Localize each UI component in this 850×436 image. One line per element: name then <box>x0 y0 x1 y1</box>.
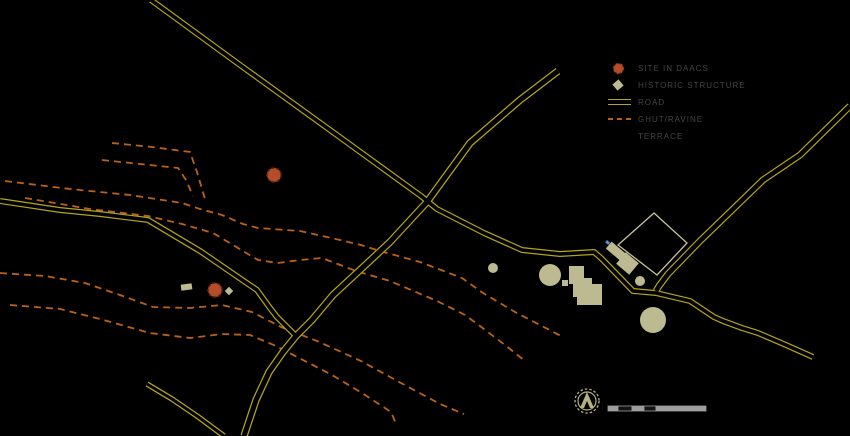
legend-label-historic-structure: HISTORIC STRUCTURE <box>638 80 746 90</box>
legend-item-historic-structure: HISTORIC STRUCTURE <box>607 78 746 92</box>
historic-structure-rect <box>616 252 639 275</box>
historic-structure-circle <box>635 276 645 286</box>
road-northwest-diagonal-core <box>149 0 814 359</box>
site-in-daacs-marker <box>207 282 223 298</box>
blue-mark <box>605 240 611 245</box>
scale-bar-segment <box>655 405 707 412</box>
ghut-ravine-line <box>0 272 465 415</box>
site-marker-icon <box>613 62 624 74</box>
road-northeast-diagonal <box>240 68 561 436</box>
road-symbol-icon <box>608 99 631 105</box>
historic-structure-circle <box>488 263 498 273</box>
legend-label-road: ROAD <box>638 97 666 107</box>
historic-structure-rect <box>562 280 568 286</box>
road-northeast-diagonal-core <box>241 69 560 436</box>
historic-structure-building <box>569 266 602 305</box>
historic-structure-circle <box>640 307 666 333</box>
scale-bar-segment <box>607 405 619 412</box>
scale-bar-segment <box>617 405 633 412</box>
historic-structure-icon <box>612 79 624 91</box>
site-in-daacs-marker <box>266 167 282 183</box>
legend-item-terrace: TERRACE <box>607 129 746 143</box>
ghut-ravine-line <box>9 304 398 427</box>
north-arrow-notch <box>584 401 590 408</box>
ghut-ravine-line <box>24 197 526 362</box>
north-arrow-icon <box>580 392 594 408</box>
scale-bar-segment <box>631 405 645 412</box>
ghut-ravine-line <box>4 180 562 337</box>
ghut-ravine-line <box>101 159 194 197</box>
historic-structure-rect <box>180 283 193 291</box>
historic-structure-circle <box>539 264 561 286</box>
boundary-outline <box>616 212 688 276</box>
road-top-right-core <box>654 104 850 293</box>
legend-label-terrace: TERRACE <box>638 131 684 141</box>
legend-item-road: ROAD <box>607 95 746 109</box>
scale-bar-segment <box>643 405 657 412</box>
legend-label-ghut-ravine: GHUT/RAVINE <box>638 114 704 124</box>
legend-item-ghut-ravine: GHUT/RAVINE <box>607 112 746 126</box>
historic-structure-rect <box>224 286 234 296</box>
road-northwest-diagonal <box>149 0 815 360</box>
legend-item-site-in-daacs: SITE IN DAACS <box>607 61 746 75</box>
legend-label-site-in-daacs: SITE IN DAACS <box>638 63 709 73</box>
road-bottom-left-stub-core <box>146 382 225 436</box>
ghut-ravine-line <box>111 142 206 200</box>
road-west-feeder-core <box>0 199 298 338</box>
ghut-ravine-symbol-icon <box>608 118 631 120</box>
legend: SITE IN DAACS HISTORIC STRUCTURE ROAD GH… <box>607 61 746 146</box>
north-arrow-outer-ring <box>574 388 600 414</box>
